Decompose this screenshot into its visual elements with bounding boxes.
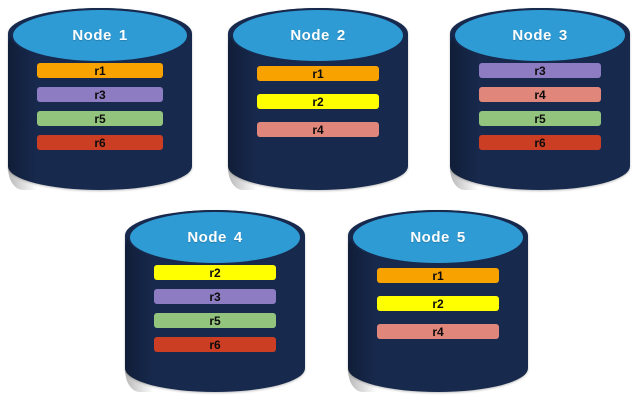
node-title-number: 4 [233, 228, 243, 246]
cylinder-top-ellipse: Node 3 [453, 8, 627, 63]
node-title-word: Node [512, 26, 552, 44]
database-node-2[interactable]: Node 2 r1 r2 r4 [228, 8, 408, 190]
replica-r5[interactable]: r5 [37, 111, 163, 126]
replica-r2[interactable]: r2 [256, 94, 380, 109]
node-title: Node 3 [512, 27, 567, 44]
replica-r3[interactable]: r3 [37, 87, 163, 102]
replica-list: r1 r3 r5 r6 [37, 63, 163, 150]
cylinder-top-ellipse: Node 2 [231, 8, 405, 63]
replica-r1[interactable]: r1 [256, 66, 380, 81]
database-node-4[interactable]: Node 4 r2 r3 r5 r6 [125, 210, 305, 392]
node-title: Node 5 [410, 229, 465, 246]
cylinder-top-ellipse: Node 4 [128, 210, 302, 265]
replica-r1[interactable]: r1 [37, 63, 163, 78]
node-title: Node 2 [290, 27, 345, 44]
replica-r4[interactable]: r4 [376, 324, 500, 339]
replica-r3[interactable]: r3 [478, 63, 602, 78]
node-title-word: Node [72, 26, 112, 44]
replica-r1[interactable]: r1 [376, 268, 500, 283]
replica-list: r1 r2 r4 [376, 268, 500, 339]
database-node-1[interactable]: Node 1 r1 r3 r5 r6 [8, 8, 192, 190]
replica-r6[interactable]: r6 [478, 135, 602, 150]
replica-r4[interactable]: r4 [256, 122, 380, 137]
node-title-number: 5 [456, 228, 466, 246]
node-title: Node 4 [187, 229, 242, 246]
replica-r6[interactable]: r6 [153, 337, 277, 352]
replica-r2[interactable]: r2 [376, 296, 500, 311]
database-node-5[interactable]: Node 5 r1 r2 r4 [348, 210, 528, 392]
node-title-number: 1 [118, 26, 128, 44]
cylinder-top-ellipse: Node 1 [11, 8, 189, 63]
cylinder-top-ellipse: Node 5 [351, 210, 525, 265]
replica-list: r3 r4 r5 r6 [478, 63, 602, 150]
replica-r2[interactable]: r2 [153, 265, 277, 280]
node-title-number: 3 [558, 26, 568, 44]
node-title-word: Node [290, 26, 330, 44]
replica-r5[interactable]: r5 [153, 313, 277, 328]
node-title-word: Node [187, 228, 227, 246]
node-title-word: Node [410, 228, 450, 246]
node-title-number: 2 [336, 26, 346, 44]
node-title: Node 1 [72, 27, 127, 44]
replica-r3[interactable]: r3 [153, 289, 277, 304]
database-node-3[interactable]: Node 3 r3 r4 r5 r6 [450, 8, 630, 190]
replica-r5[interactable]: r5 [478, 111, 602, 126]
replica-r4[interactable]: r4 [478, 87, 602, 102]
replica-r6[interactable]: r6 [37, 135, 163, 150]
replica-list: r2 r3 r5 r6 [153, 265, 277, 352]
replica-list: r1 r2 r4 [256, 66, 380, 137]
